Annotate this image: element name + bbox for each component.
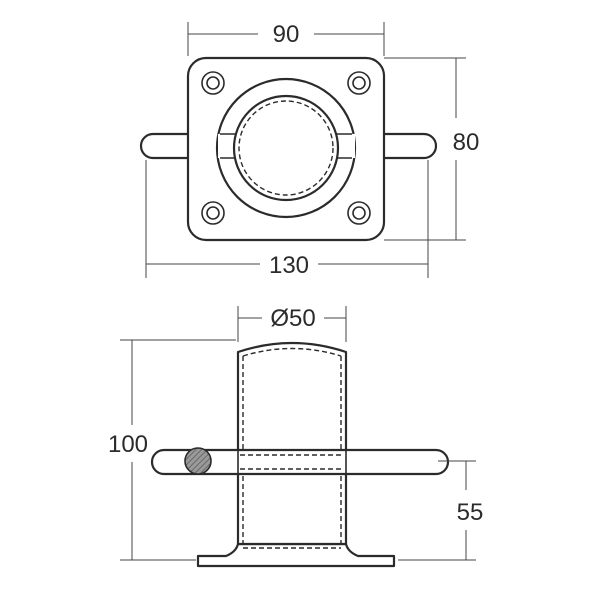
hole-top-left [201, 71, 225, 95]
dim-80: 80 [384, 57, 480, 241]
dim-100: 100 [108, 339, 236, 561]
crossbar-section-hatch [184, 447, 212, 475]
mounting-holes [201, 71, 371, 225]
dim-80-label: 80 [453, 129, 480, 156]
tube-hidden-top [242, 347, 342, 357]
hole-bottom-left [201, 201, 225, 225]
hole-top-left-inner [206, 76, 220, 90]
top-tube [232, 94, 340, 202]
dim-90: 90 [187, 21, 385, 56]
hole-bottom-right [347, 201, 371, 225]
hole-top-right [347, 71, 371, 95]
dim-diameter-label: Ø50 [270, 305, 315, 332]
hole-bottom-left-inner [206, 206, 220, 220]
top-tube-inner-hidden [238, 100, 334, 196]
dim-55-label: 55 [457, 499, 484, 526]
dim-100-label: 100 [108, 431, 148, 458]
side-view: Ø50 100 55 [108, 305, 484, 568]
hole-top-right-inner [352, 76, 366, 90]
dim-90-label: 90 [273, 21, 300, 48]
side-crossbar [150, 448, 450, 476]
hole-bottom-right-inner [352, 206, 366, 220]
dim-130: 130 [145, 160, 429, 279]
dim-55: 55 [398, 460, 484, 561]
dim-diameter: Ø50 [237, 305, 347, 342]
top-view: 90 80 130 [139, 21, 480, 279]
side-tube-body [236, 341, 348, 546]
dim-130-label: 130 [269, 252, 309, 279]
